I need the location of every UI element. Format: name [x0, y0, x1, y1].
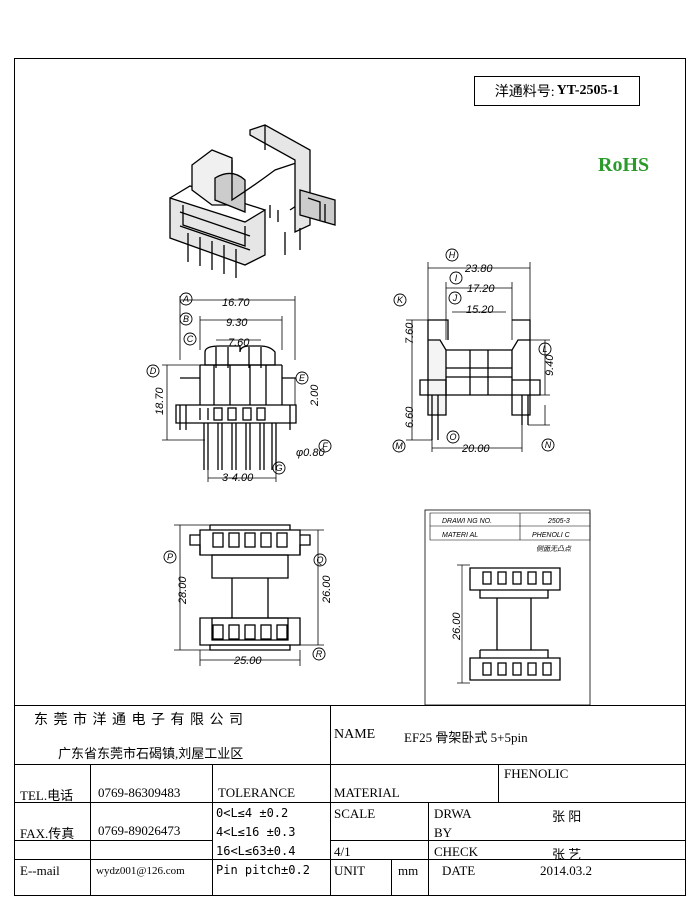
part-number-box: 洋通料号: YT-2505-1: [474, 76, 640, 106]
dim-2-00: 2.00: [309, 384, 321, 407]
date-value: 2014.03.2: [540, 863, 592, 878]
tolerance-pin-pitch: Pin pitch±0.2: [216, 863, 310, 877]
dim-20-00: 20.00: [461, 443, 490, 455]
material-value: FHENOLIC: [504, 766, 569, 781]
dim-15-20: 15.20: [466, 304, 494, 316]
ref-drawing-no-label: DRAWI NG NO.: [442, 518, 492, 525]
check-label: CHECK: [434, 844, 479, 859]
side-view-dims: [162, 296, 296, 482]
dim-26-00: 26.00: [321, 575, 333, 604]
tolerance-label: TOLERANCE: [218, 785, 296, 800]
bottom-view: [189, 524, 311, 651]
dim-6-60: 6.60: [404, 406, 416, 428]
company-name: 东 莞 市 洋 通 电 子 有 限 公 司: [34, 713, 244, 728]
marker-letters: A B C D E F G H I J K L M N O P Q R: [150, 250, 552, 659]
dim-9-40: 9.40: [544, 354, 556, 376]
marker-j: J: [452, 293, 458, 303]
dim-28-00: 28.00: [177, 576, 189, 605]
rohs-mark: RoHS: [598, 154, 650, 176]
part-number: YT-2505-1: [556, 83, 620, 98]
marker-k: K: [397, 295, 404, 305]
email-value: wydz001@126.com: [96, 865, 185, 877]
dim-7-60-end: 7.60: [404, 322, 416, 344]
tel-value: 0769-86309483: [98, 785, 181, 800]
marker-n: N: [545, 440, 552, 450]
ref-box-text: DRAWI NG NO. 2505-3 MATERI AL PHENOLI C …: [442, 518, 572, 553]
marker-b: B: [183, 314, 189, 324]
drawn-label: DRWA: [434, 806, 472, 821]
reference-box: [424, 509, 591, 706]
tolerance-range-2: 4<L≤16 ±0.3: [216, 825, 296, 839]
isometric-view: [169, 124, 336, 278]
marker-g: G: [275, 463, 282, 473]
bottom-view-dims: [174, 524, 324, 666]
unit-value: mm: [398, 863, 419, 878]
end-view-dims: [406, 262, 550, 452]
marker-r: R: [316, 649, 323, 659]
date-label: DATE: [442, 863, 476, 878]
tel-label: TEL.电话: [20, 788, 74, 803]
scale-label: SCALE: [334, 806, 376, 821]
dim-7-60: 7.60: [228, 337, 250, 349]
marker-o: O: [449, 432, 456, 442]
unit-label: UNIT: [334, 863, 366, 878]
dimension-labels: 16.70 9.30 7.60 18.70 2.00 φ0.80 3-4.00 …: [154, 263, 556, 667]
marker-f: F: [322, 441, 328, 451]
part-number-label: 洋通料号:: [494, 85, 555, 100]
tolerance-range-1: 0<L≤4 ±0.2: [216, 806, 289, 820]
material-label: MATERIAL: [334, 785, 400, 800]
drawn-by: 张 阳: [552, 809, 582, 824]
title-block: 东 莞 市 洋 通 电 子 有 限 公 司 广东省东莞市石碣镇,刘屋工业区 NA…: [14, 705, 686, 896]
ref-material-label: MATERI AL: [442, 532, 478, 539]
marker-q: Q: [316, 555, 323, 565]
marker-m: M: [395, 441, 403, 451]
dim-18-70: 18.70: [154, 387, 166, 415]
drawn-by-label: BY: [434, 825, 453, 840]
marker-a: A: [182, 294, 189, 304]
marker-h: H: [449, 250, 456, 260]
dim-17-20: 17.20: [467, 283, 495, 295]
ref-drawing-no-value: 2505-3: [547, 518, 570, 525]
dim-25-00: 25.00: [233, 655, 262, 667]
email-label: E--mail: [20, 863, 60, 878]
marker-circles: [146, 248, 555, 661]
tolerance-range-3: 16<L≤63±0.4: [216, 844, 296, 858]
ref-note: 侧面无凸点: [536, 545, 572, 553]
side-view: [175, 345, 297, 470]
marker-c: C: [187, 334, 194, 344]
dim-9-30: 9.30: [226, 317, 248, 329]
dim-16-70: 16.70: [222, 297, 250, 309]
company-address: 广东省东莞市石碣镇,刘屋工业区: [58, 746, 244, 761]
marker-i: I: [455, 273, 458, 283]
dim-phi-0-80: φ0.80: [296, 447, 325, 459]
marker-e: E: [299, 373, 306, 383]
ref-material-value: PHENOLI C: [532, 532, 571, 539]
dim-23-80: 23.80: [464, 263, 493, 275]
fax-value: 0769-89026473: [98, 823, 181, 838]
marker-l: L: [542, 344, 547, 354]
name-value: EF25 骨架卧式 5+5pin: [404, 730, 528, 745]
fax-label: FAX.传真: [20, 826, 75, 841]
drawing-frame: [14, 58, 686, 896]
name-label: NAME: [334, 727, 376, 742]
marker-p: P: [167, 552, 173, 562]
dim-3-4-00: 3-4.00: [222, 472, 254, 484]
marker-d: D: [150, 366, 157, 376]
checked-by: 张 艺: [552, 847, 582, 862]
ref-dim-26-00: 26.00: [451, 612, 463, 641]
end-view: [419, 319, 541, 440]
scale-value: 4/1: [334, 844, 351, 859]
